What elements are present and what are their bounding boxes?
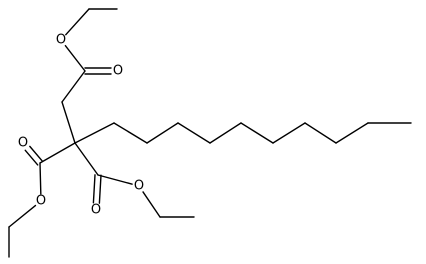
atom-o_mid_keto: O (89, 203, 103, 218)
bond-c_dec7-c_dec8 (304, 122, 337, 144)
atom-labels-layer: O O O O O O (16, 33, 146, 218)
atom-label-background (34, 194, 48, 208)
bond-c_quat-c_dec1 (74, 122, 115, 144)
atom-label-o: O (18, 136, 28, 151)
atom-o_top_ester: O (54, 33, 68, 48)
bond-c_mid_co-o_mid_keto-double-a (92, 174, 96, 204)
atom-label-o: O (134, 179, 144, 194)
bond-o_mid_ester-c_et3_ch2 (142, 191, 161, 218)
bond-c_left_co-o_left_keto-double-a (29, 145, 43, 162)
atom-label-background (89, 203, 103, 217)
bond-c_dec6-c_dec7 (272, 122, 306, 144)
atom-label-o: O (113, 64, 123, 79)
atom-o_left_ester: O (34, 194, 48, 209)
atom-label-o: O (36, 194, 46, 209)
bond-o_left_ester-c_et2_ch2 (8, 204, 37, 228)
bond-c_dec1-c_dec2 (113, 122, 148, 144)
bond-c_mid_co-o_mid_keto-double-b (98, 174, 102, 204)
bond-o_top_ester-c_top_co (64, 44, 86, 72)
atom-label-o: O (91, 203, 101, 218)
bond-c_dec5-c_dec6 (240, 122, 274, 144)
bond-c_dec4-c_dec5 (209, 122, 242, 144)
bond-c_dec3-c_dec4 (177, 122, 211, 144)
bond-c_dec2-c_dec3 (146, 122, 179, 144)
bonds-layer (8, 8, 412, 258)
atom-label-o: O (56, 33, 66, 48)
atom-o_left_keto: O (16, 136, 30, 151)
bond-c_mid_co-o_mid_ester (97, 174, 133, 185)
atom-label-background (111, 64, 125, 78)
bond-c_ch2-c_quat (61, 101, 76, 144)
atom-label-background (54, 33, 68, 47)
atom-o_mid_ester: O (132, 179, 146, 194)
bond-c_quat-c_mid_co (74, 142, 99, 176)
atom-label-background (16, 136, 30, 150)
atom-o_top_keto: O (111, 64, 125, 79)
bond-c_quat-c_left_co (39, 142, 76, 164)
bond-c_top_co-c_ch2 (61, 70, 86, 103)
bond-c_left_co-o_left_keto-double-b (24, 149, 39, 166)
bond-c_dec8-c_dec9 (335, 122, 369, 144)
bond-c_et1_ch2-o_top_ester (64, 8, 90, 36)
atom-label-background (132, 179, 146, 193)
bond-c_left_co-o_left_ester (39, 162, 42, 195)
